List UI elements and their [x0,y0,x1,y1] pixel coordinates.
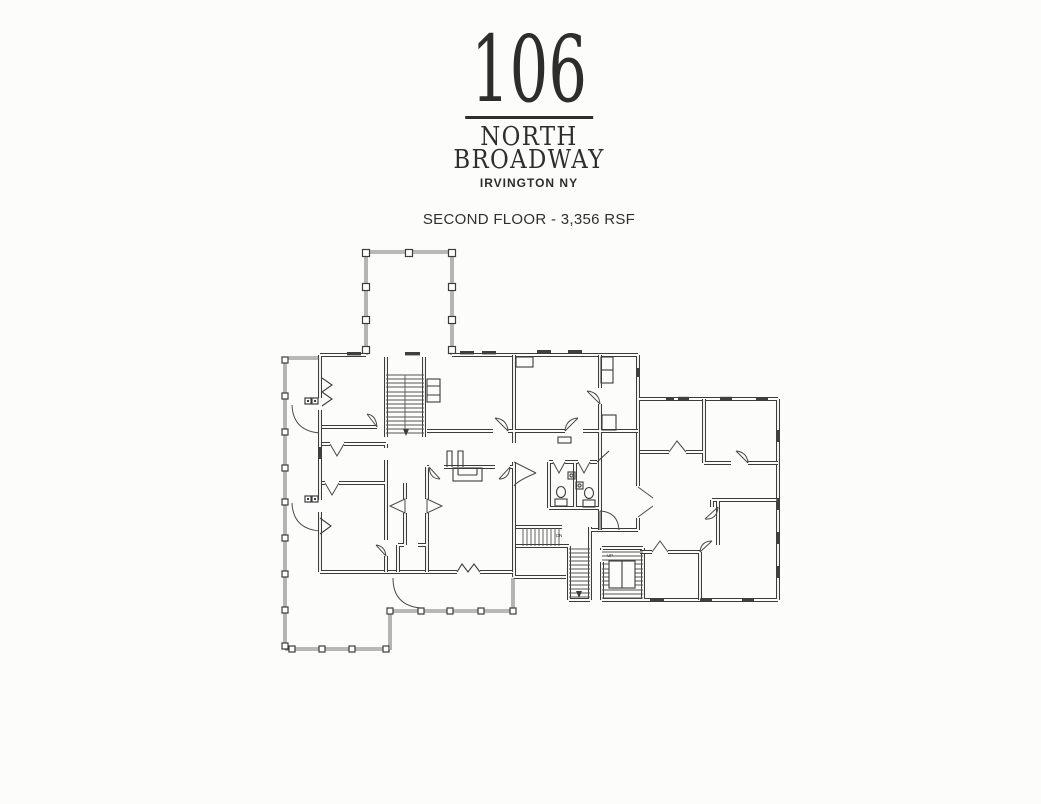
title-block: 106 NORTH BROADWAY IRVINGTON NY [441,16,617,190]
floor-label: SECOND FLOOR - 3,356 RSF [422,211,636,228]
chimney-jog [515,356,534,368]
stair-label-dn: DN [556,533,562,538]
building-name-line1: NORTH [480,121,578,152]
bay-window-mark [456,563,481,573]
porch-posts [281,248,517,653]
pocket-door-stubs [446,450,464,467]
window-marks [318,350,780,602]
bathroom-doors [552,461,591,475]
sink [567,471,576,480]
double-entry-doors [637,486,654,518]
stair-labels: DN UP [556,533,613,558]
double-pointed-doors [388,498,444,514]
building-number: 106 [471,16,587,123]
main-staircase [386,374,424,436]
door-swings [324,390,749,557]
corridor-stair [522,528,560,546]
stair-label-up: UP [607,553,613,558]
building-location: IRVINGTON NY [479,175,579,190]
return-staircase [602,551,643,599]
porch-rails [283,250,515,652]
down-staircase [569,548,590,598]
fixtures [319,356,617,573]
toilet [582,486,596,508]
porch-door-swing-arcs [291,404,421,609]
title-rule [464,115,593,119]
closet [601,414,617,431]
building-name-line2: BROADWAY [453,144,605,175]
toilet [554,485,568,507]
fireplace [452,467,483,482]
sink [575,481,584,490]
bifold-closet-doors [321,377,333,407]
